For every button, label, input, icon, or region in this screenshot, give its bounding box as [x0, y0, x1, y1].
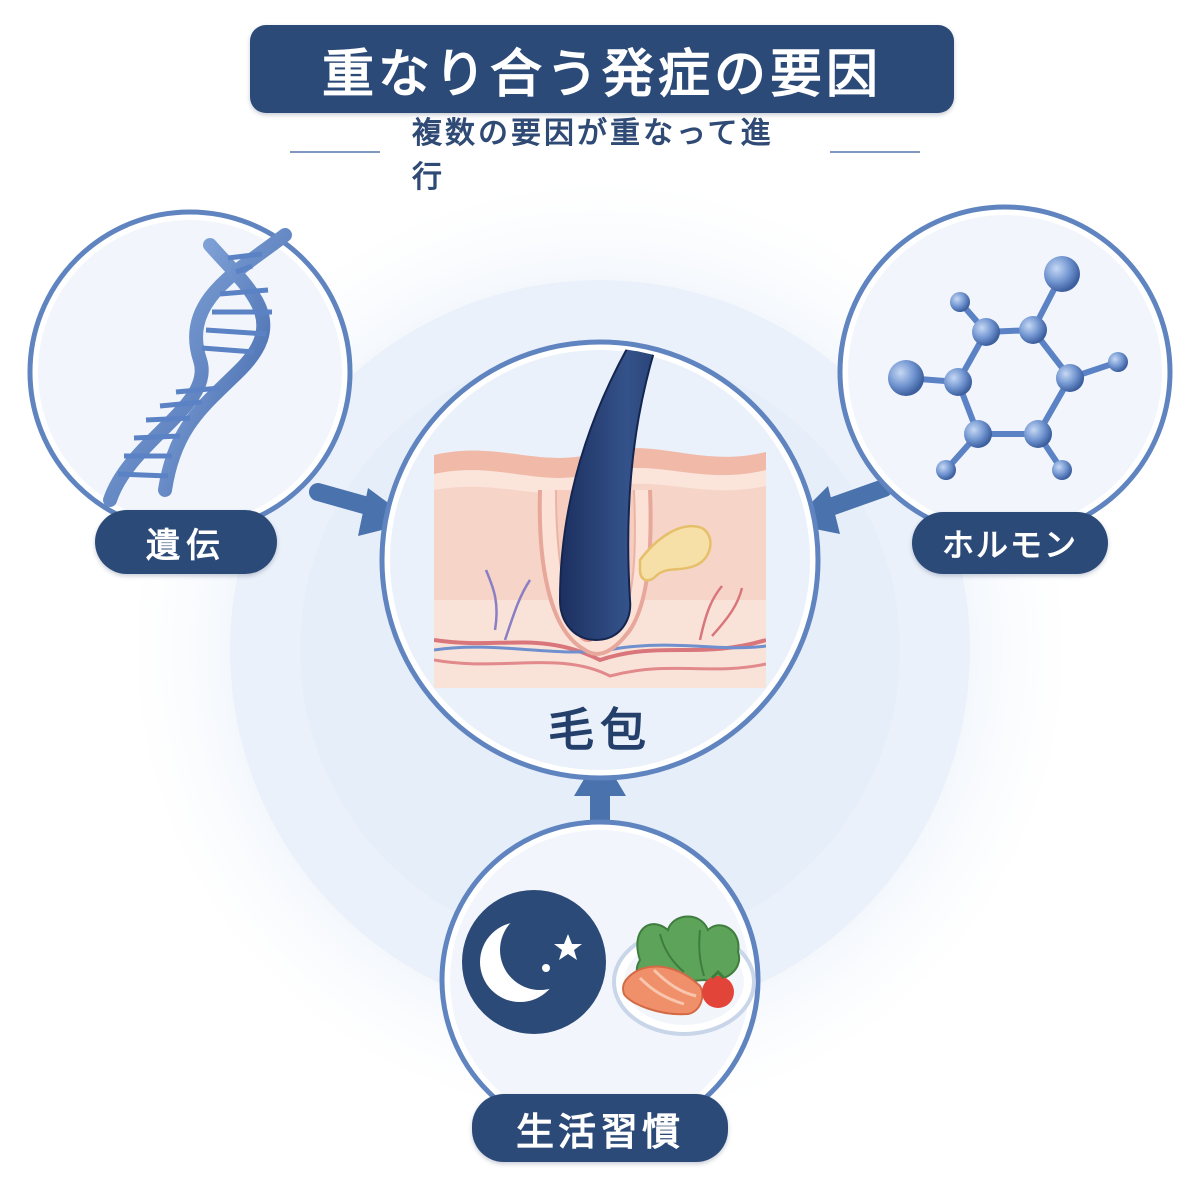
- factor-label-lifestyle: 生活習慣: [472, 1094, 728, 1162]
- food-plate-icon: [612, 915, 756, 1036]
- factor-label-genetics: 遺伝: [95, 510, 277, 574]
- subtitle: 複数の要因が重なって進行: [412, 116, 774, 195]
- page-title: 重なり合う発症の要因: [321, 44, 882, 105]
- subtitle-right-divider: [829, 151, 920, 153]
- moon-and-food-icon: [462, 890, 756, 1036]
- genetics-circle: [27, 209, 353, 535]
- subtitle-row: 複数の要因が重なって進行: [290, 116, 920, 195]
- moon-icon: [462, 890, 606, 1034]
- dna-icon: [103, 228, 292, 507]
- follicle-label: 毛包: [548, 703, 652, 757]
- center-follicle-circle: [379, 339, 821, 781]
- molecule-icon: [888, 256, 1128, 480]
- factor-label-hormone: ホルモン: [912, 512, 1108, 574]
- lifestyle-circle: [439, 819, 761, 1141]
- subtitle-left-divider: [290, 151, 381, 153]
- hormone-circle: [837, 204, 1173, 540]
- title-banner: 重なり合う発症の要因: [250, 25, 954, 113]
